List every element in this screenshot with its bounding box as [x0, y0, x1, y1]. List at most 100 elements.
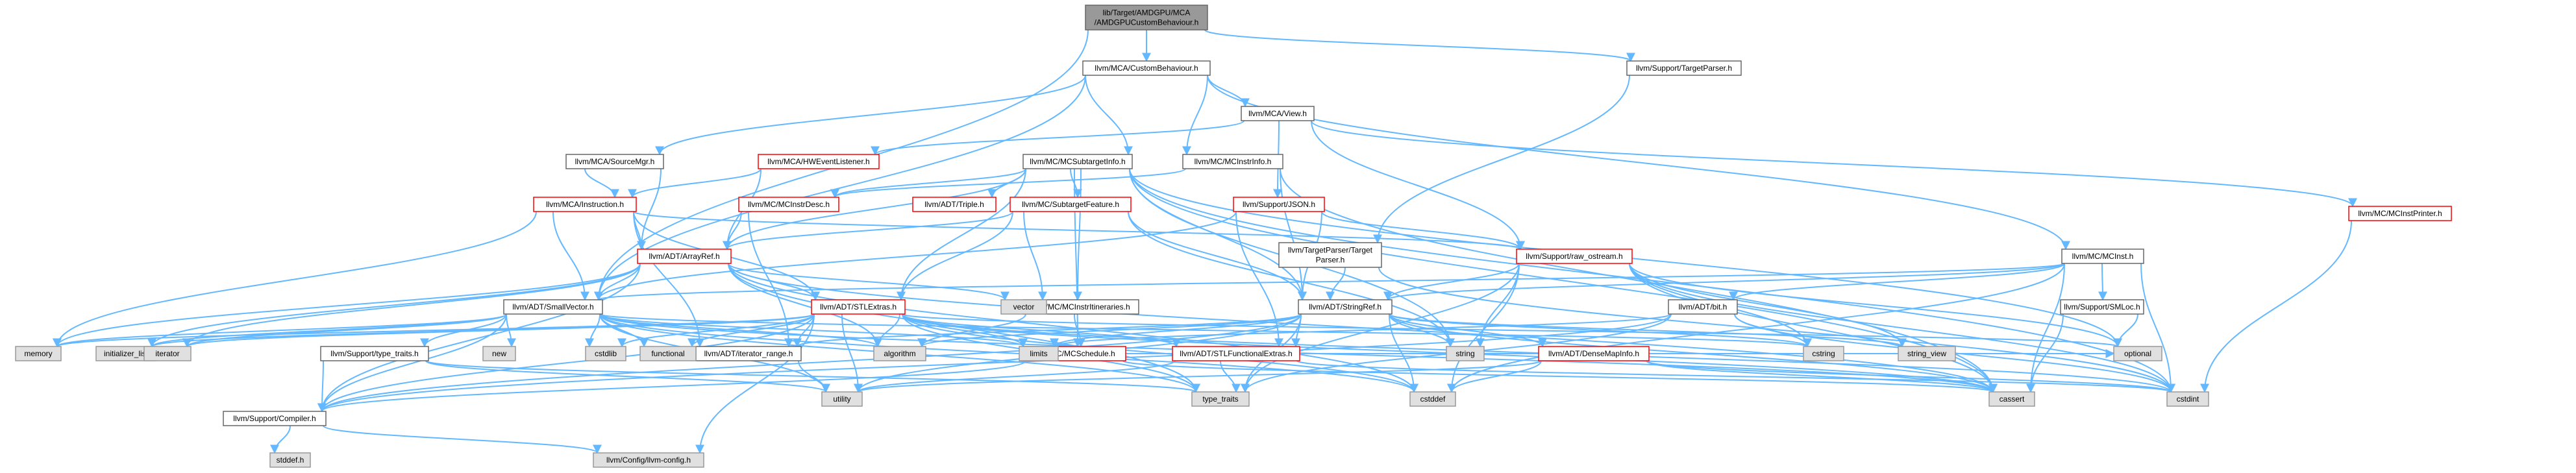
- edge-rawostream-to-optional: [1629, 263, 2122, 348]
- node-bit[interactable]: llvm/ADT/bit.h: [1668, 299, 1738, 315]
- node-stringview: string_view: [1898, 346, 1956, 361]
- edge-custom-to-instrinfo: [1182, 75, 1208, 156]
- edge-arrayref-to-memory: [53, 263, 641, 348]
- edge-view-to-instprinter: [1311, 120, 2357, 208]
- node-label-new: new: [492, 349, 506, 358]
- node-cassert: cassert: [1988, 391, 2035, 407]
- node-instrinfo[interactable]: llvm/MC/MCInstrInfo.h: [1182, 154, 1283, 169]
- edge-smloc-to-optional: [2113, 313, 2138, 348]
- node-itineraries[interactable]: llvm/MC/MCInstrItineraries.h: [1022, 299, 1139, 315]
- node-label-instruction: llvm/MCA/Instruction.h: [546, 200, 624, 209]
- edge-subtarget-to-itineraries: [1073, 168, 1083, 301]
- edge-smallvector-to-cstddef: [599, 313, 1418, 393]
- node-label-triple: llvm/ADT/Triple.h: [924, 200, 984, 209]
- node-arrayref[interactable]: llvm/ADT/ArrayRef.h: [637, 249, 732, 264]
- node-densemapinfo[interactable]: llvm/ADT/DenseMapInfo.h: [1538, 346, 1650, 361]
- node-label-vector: vector: [1013, 302, 1035, 311]
- edge-hwevent-to-instruction: [628, 168, 762, 199]
- node-label-optional: optional: [2124, 349, 2151, 358]
- edge-stringref-to-compiler: [317, 313, 1302, 413]
- node-mcinst[interactable]: llvm/MC/MCInst.h: [2061, 249, 2144, 264]
- node-label-instrdesc: llvm/MC/MCInstrDesc.h: [748, 200, 830, 209]
- edge-stlextras-to-compiler: [317, 313, 815, 413]
- node-sourcemgr[interactable]: llvm/MCA/SourceMgr.h: [565, 154, 664, 169]
- node-box-cstdlib: [585, 346, 626, 361]
- node-label-stringref: llvm/ADT/StringRef.h: [1309, 302, 1381, 311]
- node-box-densemapinfo: [1538, 346, 1650, 361]
- node-smallvector[interactable]: llvm/ADT/SmallVector.h: [503, 299, 603, 315]
- node-subtargetfeature[interactable]: llvm/MC/SubtargetFeature.h: [1009, 197, 1132, 212]
- node-label-subtarget: llvm/MC/MCSubtargetInfo.h: [1030, 157, 1125, 166]
- node-box-bit: [1668, 299, 1738, 315]
- edge-stlextras-to-cstdlib: [617, 313, 815, 348]
- node-rawostream[interactable]: llvm/Support/raw_ostream.h: [1516, 249, 1633, 264]
- node-optional: optional: [2113, 346, 2162, 361]
- edge-smallvector-to-iterator: [182, 313, 507, 348]
- node-box-sourcemgr: [565, 154, 664, 169]
- node-label-arrayref: llvm/ADT/ArrayRef.h: [649, 252, 719, 261]
- node-cstddef: cstddef: [1409, 391, 1456, 407]
- node-box-instrinfo: [1182, 154, 1283, 169]
- node-label-mcinst: llvm/MC/MCInst.h: [2072, 252, 2134, 261]
- node-box-smallvector: [503, 299, 603, 315]
- node-label-cstring: cstring: [1812, 349, 1835, 358]
- node-stlfunc[interactable]: llvm/ADT/STLFunctionalExtras.h: [1172, 346, 1300, 361]
- node-tpparser[interactable]: llvm/TargetParser/TargetParser.h: [1278, 242, 1382, 268]
- edge-smallvector-to-algorithm: [599, 313, 882, 348]
- edge-bit-to-compiler: [317, 313, 1672, 413]
- node-new: new: [482, 346, 516, 361]
- node-box-instprinter: [2348, 206, 2452, 221]
- edge-densemapinfo-to-utility: [854, 360, 1542, 393]
- dependency-edges: [53, 29, 2357, 454]
- node-config: llvm/Config/llvm-config.h: [593, 452, 704, 468]
- node-box-rawostream: [1516, 249, 1633, 264]
- edge-subtargetfeature-to-stlextras: [897, 211, 1013, 301]
- edge-mcinst-to-cassert: [2026, 263, 2065, 393]
- edge-root-to-targetparser: [1204, 29, 1635, 62]
- node-box-mcinst: [2061, 249, 2144, 264]
- node-box-hwevent: [758, 154, 880, 169]
- node-json[interactable]: llvm/Support/JSON.h: [1233, 197, 1325, 212]
- node-targetparser[interactable]: llvm/Support/TargetParser.h: [1626, 60, 1742, 76]
- node-custom[interactable]: llvm/MCA/CustomBehaviour.h: [1082, 60, 1211, 76]
- node-stlextras[interactable]: llvm/ADT/STLExtras.h: [811, 299, 906, 315]
- node-label-subtargetfeature: llvm/MC/SubtargetFeature.h: [1022, 200, 1119, 209]
- node-label-stlfunc: llvm/ADT/STLFunctionalExtras.h: [1180, 349, 1292, 358]
- node-subtarget[interactable]: llvm/MC/MCSubtargetInfo.h: [1022, 154, 1133, 169]
- node-box-compiler: [223, 411, 327, 426]
- node-typetraits[interactable]: llvm/Support/type_traits.h: [320, 346, 429, 361]
- node-stringref[interactable]: llvm/ADT/StringRef.h: [1298, 299, 1393, 315]
- edge-mcinst-to-stringref: [1383, 263, 2065, 301]
- node-view[interactable]: llvm/MCA/View.h: [1241, 106, 1315, 121]
- edge-subtargetfeature-to-vector: [1023, 211, 1047, 301]
- node-box-stringview: [1898, 346, 1956, 361]
- node-label-smloc: llvm/Support/SMLoc.h: [2064, 302, 2140, 311]
- node-label-typetraits: llvm/Support/type_traits.h: [330, 349, 418, 358]
- edge-stlextras-to-algorithm: [873, 313, 900, 348]
- node-box-stlextras: [811, 299, 906, 315]
- edge-iterrange-to-utility: [798, 360, 830, 393]
- node-box-algorithm: [873, 346, 926, 361]
- node-smloc[interactable]: llvm/Support/SMLoc.h: [2060, 299, 2144, 315]
- node-instruction[interactable]: llvm/MCA/Instruction.h: [533, 197, 637, 212]
- edge-stringref-to-iterrange: [793, 313, 1302, 348]
- edge-json-to-smallvector: [594, 211, 1237, 301]
- edge-stlfunc-to-typetraitsstd: [1220, 360, 1241, 393]
- edge-mcinst-to-smallvector: [595, 263, 2065, 301]
- edge-json-to-rawostream: [1321, 211, 1525, 250]
- node-hwevent[interactable]: llvm/MCA/HWEventListener.h: [758, 154, 880, 169]
- node-instrdesc[interactable]: llvm/MC/MCInstrDesc.h: [738, 197, 839, 212]
- node-label-stringview: string_view: [1907, 349, 1946, 358]
- node-box-subtargetfeature: [1009, 197, 1132, 212]
- node-stddef: stddef.h: [269, 452, 311, 468]
- node-root[interactable]: lib/Target/AMDGPU/MCA/AMDGPUCustomBehavi…: [1085, 5, 1208, 30]
- node-box-instruction: [533, 197, 637, 212]
- node-instprinter[interactable]: llvm/MC/MCInstPrinter.h: [2348, 206, 2452, 221]
- node-compiler[interactable]: llvm/Support/Compiler.h: [223, 411, 327, 426]
- edge-compiler-to-config: [323, 425, 602, 454]
- node-iterrange[interactable]: llvm/ADT/iterator_range.h: [695, 346, 802, 361]
- edge-instruction-to-memory: [53, 211, 537, 348]
- node-label-iterrange: llvm/ADT/iterator_range.h: [704, 349, 793, 358]
- edge-arrayref-to-vector: [728, 263, 1009, 301]
- node-triple[interactable]: llvm/ADT/Triple.h: [912, 197, 997, 212]
